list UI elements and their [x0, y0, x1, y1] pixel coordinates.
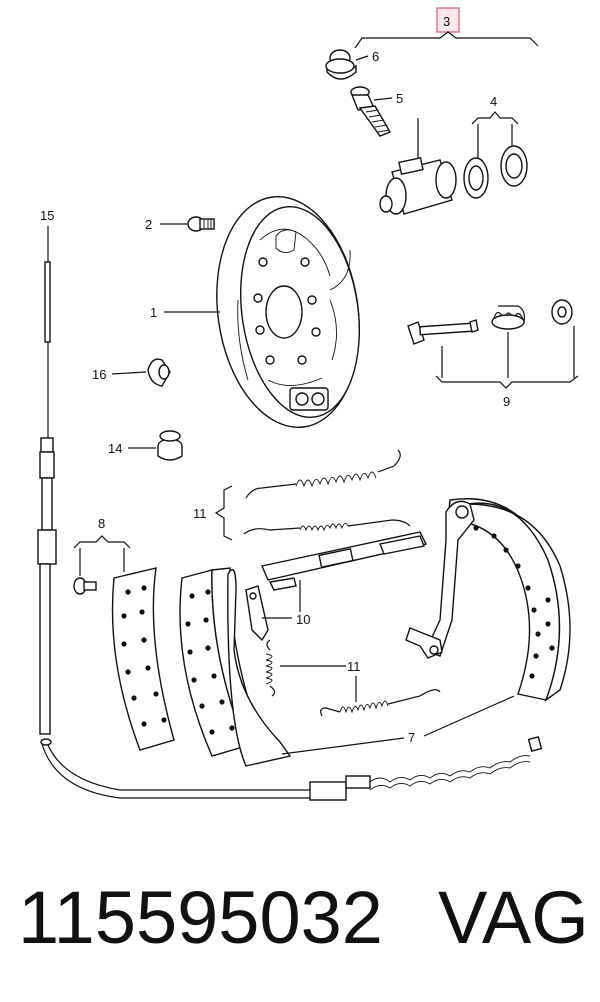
callout-14: 14 — [108, 441, 122, 456]
rubber-plug — [157, 430, 183, 461]
wheel-cylinder-cup-left — [463, 157, 489, 199]
part-number: 115595032 — [18, 876, 383, 959]
leader-7a — [281, 737, 405, 755]
callout-6: 6 — [372, 49, 379, 64]
upper-return-spring — [245, 449, 401, 499]
adjuster-strut — [261, 531, 428, 591]
bleeder-screw — [350, 86, 392, 137]
grommet — [147, 358, 171, 387]
brake-assembly-diagram: 3 6 5 4 2 — [37, 7, 579, 801]
shoe-connecting-spring — [320, 689, 441, 717]
hold-down-cup — [551, 299, 573, 325]
leader-5 — [373, 97, 393, 101]
callout-11-upper-brace — [214, 485, 233, 541]
callout-2: 2 — [145, 217, 152, 232]
parking-brake-cable — [37, 226, 543, 801]
callout-10: 10 — [296, 612, 310, 627]
callout-3: 3 — [443, 14, 450, 29]
parking-brake-lever — [405, 500, 475, 659]
callout-9-bracket — [435, 375, 579, 389]
small-coil-spring — [265, 639, 276, 697]
callout-8-bracket — [73, 535, 131, 549]
callout-11-upper: 11 — [193, 506, 207, 521]
callout-11-lower: 11 — [347, 659, 361, 674]
leader-6 — [355, 55, 369, 61]
callout-5: 5 — [396, 91, 403, 106]
leader-16 — [111, 371, 147, 375]
lower-return-spring — [243, 519, 411, 535]
brand-name: VAG — [438, 876, 589, 959]
hold-down-pin — [407, 319, 479, 345]
callout-4: 4 — [490, 94, 497, 109]
brake-backing-plate — [216, 196, 360, 428]
callout-7: 7 — [408, 730, 415, 745]
callout-4-bracket — [471, 111, 519, 125]
brake-lining — [111, 567, 175, 751]
brake-shoe-right — [447, 498, 571, 702]
callout-1: 1 — [150, 305, 157, 320]
callout-3-group[interactable]: 3 — [354, 7, 539, 49]
callout-8: 8 — [98, 516, 105, 531]
brake-shoe-left — [179, 567, 292, 767]
wheel-cylinder-cup-right — [500, 145, 528, 187]
leader-7b — [423, 695, 515, 737]
callout-9: 9 — [503, 394, 510, 409]
adjuster-lever — [245, 585, 269, 642]
bleeder-cap — [325, 49, 357, 80]
mounting-bolt — [187, 216, 215, 232]
lining-rivet — [73, 577, 97, 595]
hold-down-spring — [491, 305, 525, 330]
callout-16: 16 — [92, 367, 106, 382]
wheel-cylinder — [379, 118, 457, 215]
callout-15: 15 — [40, 208, 54, 223]
callout-3-bracket — [354, 31, 539, 49]
